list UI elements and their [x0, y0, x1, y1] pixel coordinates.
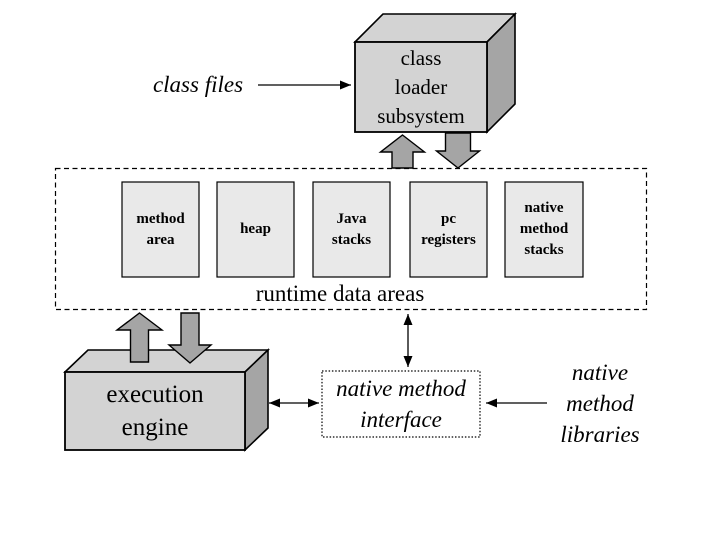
method-area-label: method area [136, 210, 185, 248]
runtime-to-engine-up-block-arrow [114, 312, 165, 363]
heap-label: heap [240, 221, 271, 237]
class-loader-box-front-face [354, 41, 488, 133]
method-area-box [121, 181, 200, 278]
class-loader-box [353, 12, 517, 134]
loader-to-runtime-down-block-arrow [434, 132, 482, 169]
execution-engine-box-top-face [63, 349, 270, 373]
loader-to-runtime-up-block-arrow [378, 134, 427, 169]
execution-engine-box [63, 348, 270, 452]
pc-registers-label: pc registers [421, 210, 476, 248]
execution-engine-box-front-face [64, 371, 246, 451]
heap-box [216, 181, 295, 278]
native-method-stacks-box [504, 181, 584, 278]
native-method-interface-box [321, 370, 481, 438]
java-stacks-box [312, 181, 391, 278]
native-method-stacks-label: native method stacks [519, 200, 569, 258]
runtime-to-engine-down-block-arrow [167, 312, 213, 364]
java-stacks-label: Java stacks [331, 210, 372, 248]
pc-registers-box [409, 181, 488, 278]
